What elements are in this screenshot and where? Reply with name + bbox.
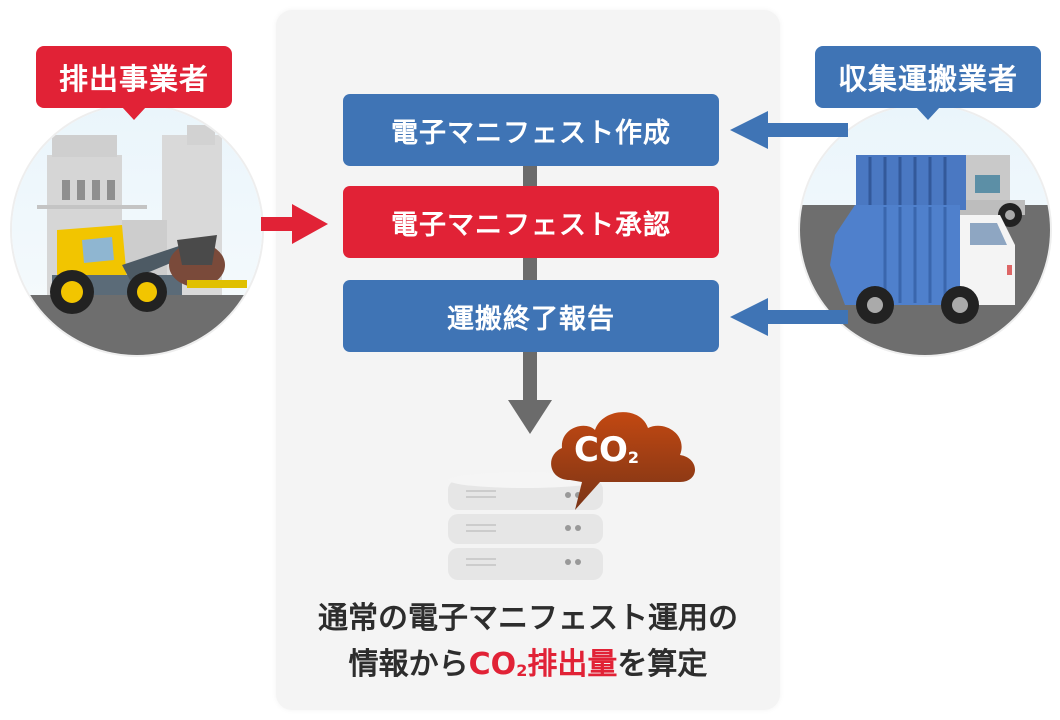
transporter-to-report-arrow: [768, 310, 848, 324]
caption-emission: 排出量: [527, 647, 618, 682]
co2-cloud-icon: [540, 400, 705, 514]
transporter-illustration: [800, 105, 1050, 355]
transporter-label-text: 収集運搬業者: [837, 62, 1018, 96]
server-database-icon: [448, 470, 608, 594]
flow-connector: [523, 258, 537, 280]
caption-suffix: を算定: [617, 647, 708, 682]
transporter-to-create-arrow: [768, 123, 848, 137]
flow-connector: [523, 352, 537, 402]
discharger-label: 排出事業者: [36, 46, 232, 120]
step-manifest-approve: 電子マニフェスト承認: [343, 186, 719, 258]
step-transport-complete-report: 運搬終了報告: [343, 280, 719, 352]
transporter-label: 収集運搬業者: [815, 46, 1041, 120]
caption-co-subscript: 2: [516, 661, 528, 680]
co2-badge-subscript: 2: [627, 448, 639, 467]
caption-line-2: 情報からCO2排出量を算定: [276, 642, 780, 692]
wheel-loader-factory-icon: [12, 125, 262, 355]
left-arrow-icon: [730, 111, 768, 149]
caption-highlight: CO2排出量: [469, 647, 618, 682]
down-arrow-icon: [508, 400, 552, 434]
step-label: 電子マニフェスト承認: [391, 209, 671, 241]
co2-badge-text: CO: [574, 430, 628, 470]
caption-co: CO: [468, 647, 517, 682]
discharger-label-text: 排出事業者: [58, 62, 209, 96]
step-manifest-create: 電子マニフェスト作成: [343, 94, 719, 166]
summary-caption: 通常の電子マニフェスト運用の 情報からCO2排出量を算定: [276, 596, 780, 692]
discharger-illustration: [12, 105, 262, 355]
step-label: 電子マニフェスト作成: [391, 117, 671, 149]
caption-line-1: 通常の電子マニフェスト運用の: [318, 601, 738, 636]
co2-badge: CO2: [574, 430, 639, 476]
flow-connector: [523, 166, 537, 186]
step-label: 運搬終了報告: [447, 303, 615, 335]
caption-prefix: 情報から: [348, 647, 469, 682]
left-arrow-icon: [730, 298, 768, 336]
right-arrow-icon: [292, 204, 328, 244]
